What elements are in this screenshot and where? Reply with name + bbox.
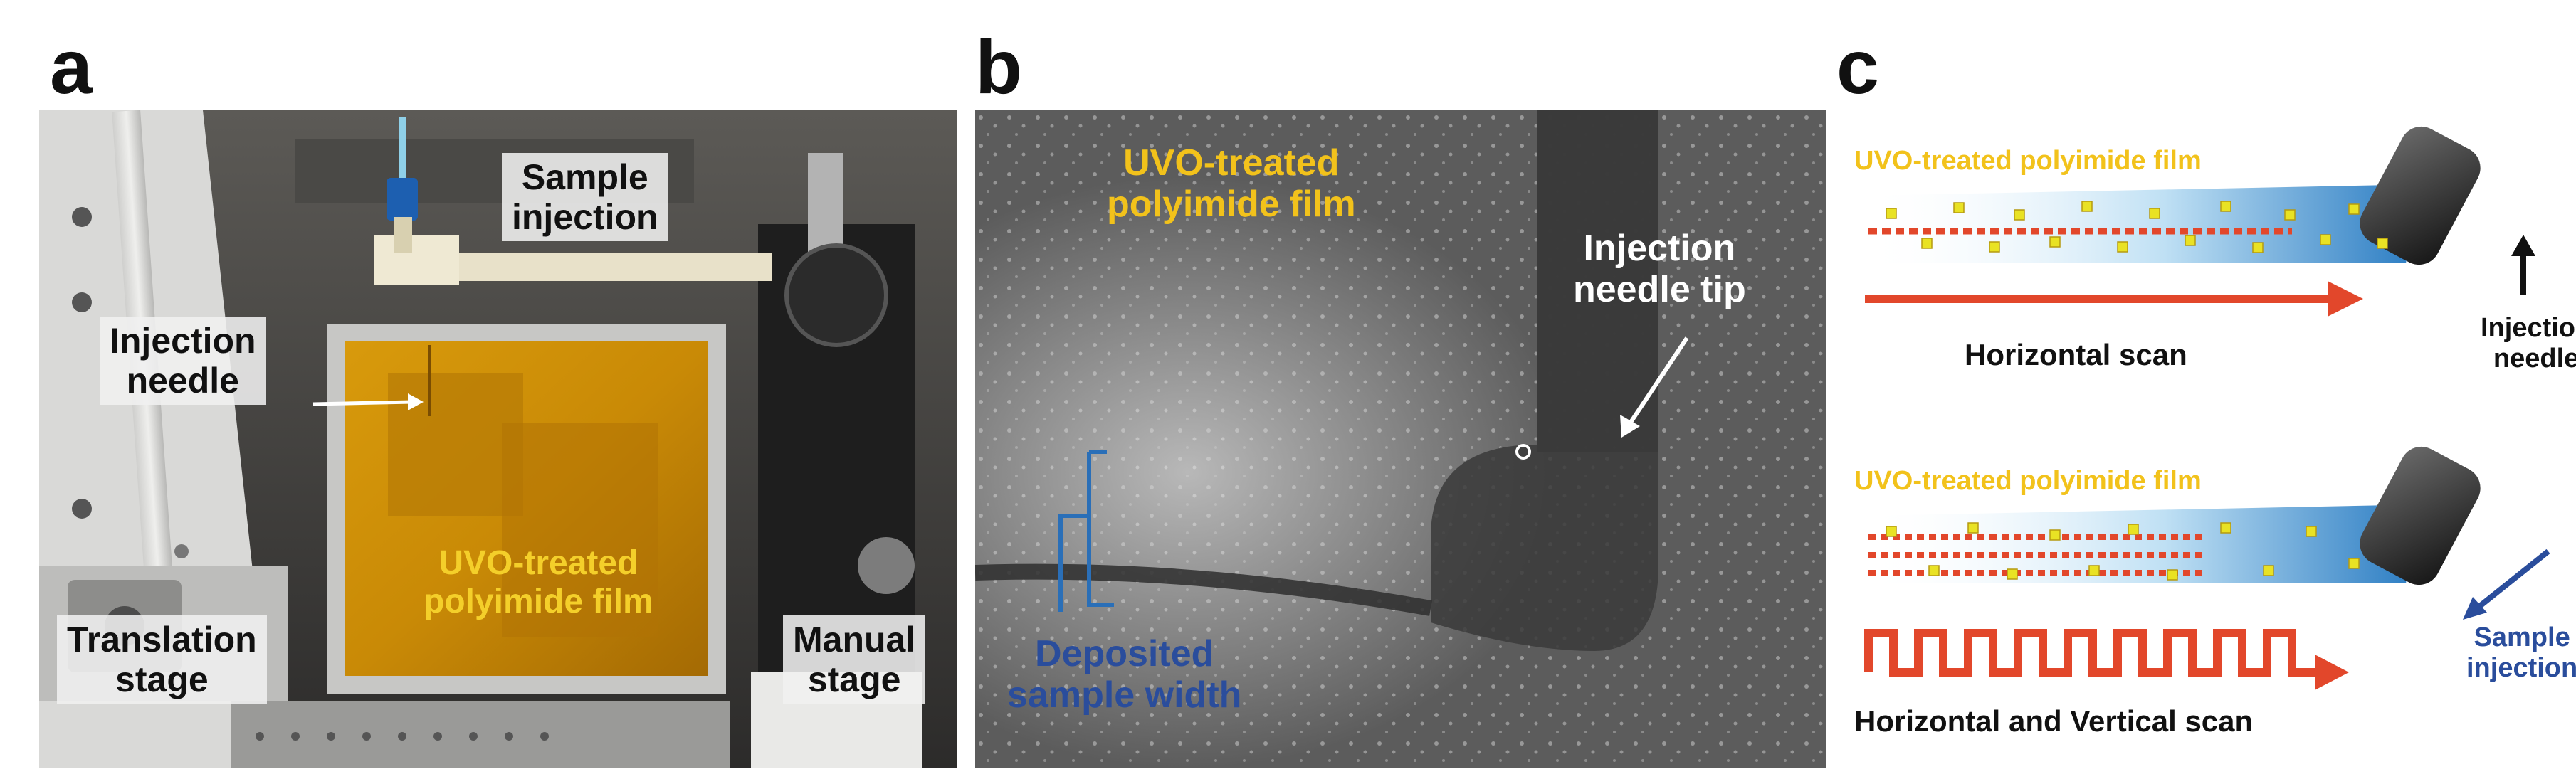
label-manual-stage: Manual stage	[783, 615, 926, 704]
micrograph-image	[975, 110, 1826, 768]
panel-c-letter: c	[1836, 23, 1880, 110]
panel-c-schematic: UVO-treated polyimide film Horizontal sc…	[1836, 110, 2576, 768]
label-injection-needle: Injection needle	[100, 317, 266, 405]
label-c-top-film: UVO-treated polyimide film	[1854, 146, 2202, 176]
label-film-b: UVO-treated polyimide film	[1107, 142, 1356, 226]
top-schematic	[1865, 126, 2535, 317]
label-sample-injection: Sample injection	[502, 153, 668, 241]
label-film-a: UVO-treated polyimide film	[424, 544, 653, 620]
label-needle-tip: Injection needle tip	[1573, 228, 1746, 311]
label-c-bottom-film: UVO-treated polyimide film	[1854, 466, 2202, 496]
label-c-top-scan: Horizontal scan	[1965, 338, 2187, 371]
apparatus-photo	[39, 110, 957, 768]
label-translation-stage: Translation stage	[57, 615, 267, 704]
label-c-top-needle: Injection needle	[2481, 313, 2576, 373]
label-c-bottom-scan: Horizontal and Vertical scan	[1854, 704, 2254, 738]
panel-b-letter: b	[975, 23, 1022, 110]
panel-a-photo: Sample injection Injection needle UVO-tr…	[39, 110, 957, 768]
panel-a-letter: a	[50, 23, 93, 110]
schematic-diagram	[1864, 126, 2550, 690]
bottom-schematic	[1864, 446, 2550, 690]
label-c-bottom-injection: Sample injection	[2466, 622, 2576, 683]
label-deposited-width: Deposited sample width	[1007, 633, 1242, 716]
panel-b-micrograph: UVO-treated polyimide film Injection nee…	[975, 110, 1826, 768]
